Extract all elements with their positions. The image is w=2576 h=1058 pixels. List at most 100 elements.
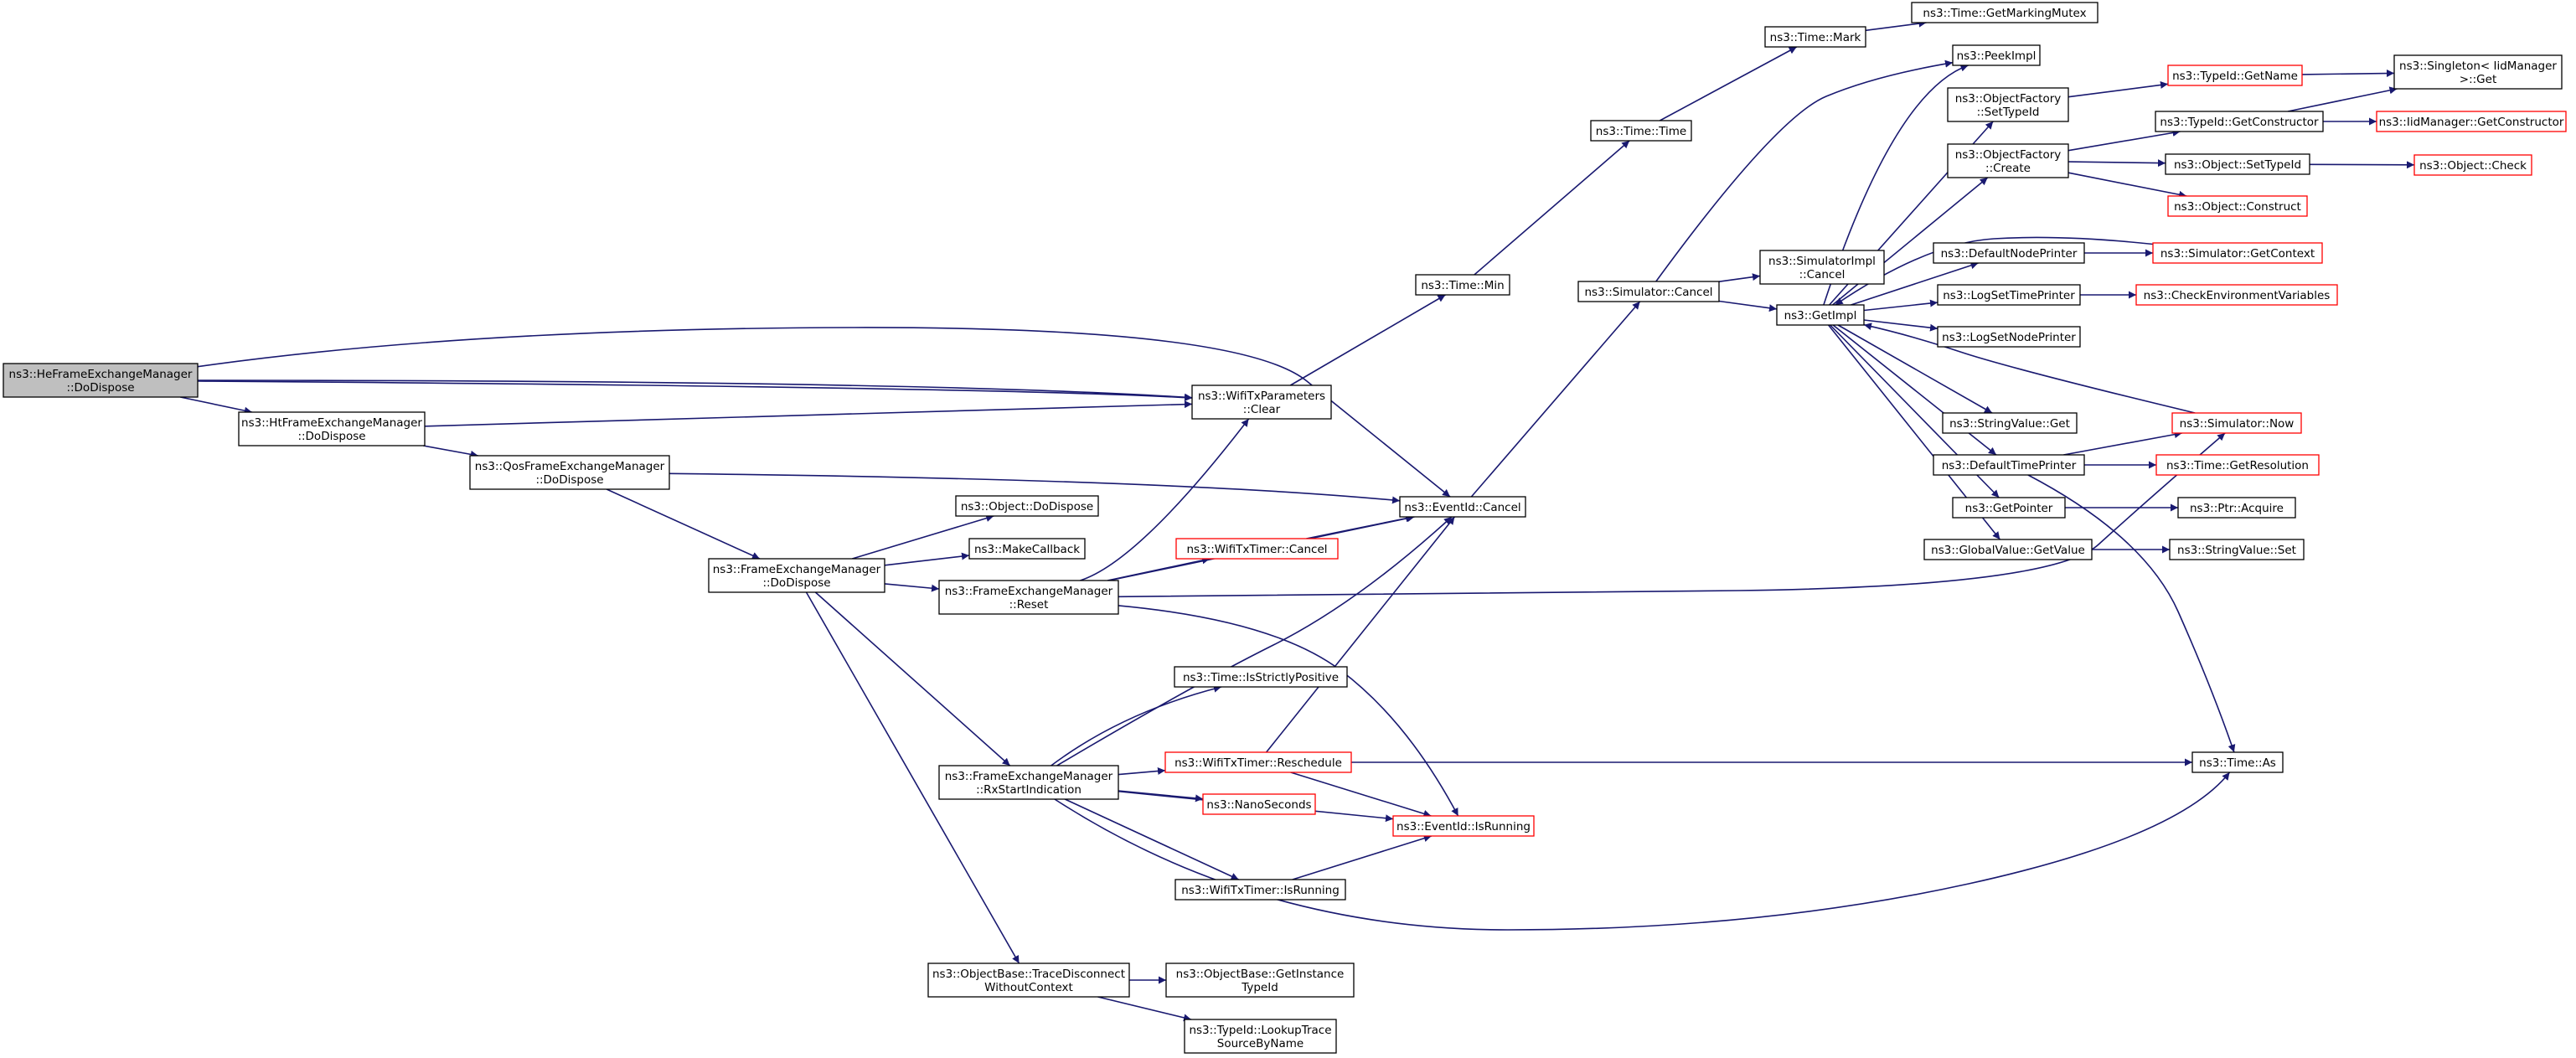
node-box[interactable] — [1759, 250, 1885, 285]
node-box[interactable] — [1947, 143, 2069, 178]
node-simulator_now[interactable]: ns3::Simulator::Now — [2171, 412, 2302, 434]
node-peekimpl[interactable]: ns3::PeekImpl — [1952, 44, 2041, 66]
node-box[interactable] — [1164, 751, 1352, 773]
node-box[interactable] — [2169, 539, 2305, 560]
node-box[interactable] — [2376, 111, 2567, 132]
node-box[interactable] — [1590, 120, 1692, 142]
node-ht_dodispose[interactable]: ns3::HtFrameExchangeManager::DoDispose — [238, 411, 426, 446]
node-object_check[interactable]: ns3::Object::Check — [2413, 154, 2532, 176]
node-wifitxparams_clear[interactable]: ns3::WifiTxParameters::Clear — [1191, 384, 1332, 420]
node-wifitxtimer_cancel[interactable]: ns3::WifiTxTimer::Cancel — [1175, 538, 1339, 560]
node-box[interactable] — [2165, 153, 2310, 175]
node-getimpl[interactable]: ns3::GetImpl — [1776, 304, 1865, 326]
node-box[interactable] — [1952, 44, 2041, 66]
node-time_as[interactable]: ns3::Time::As — [2191, 751, 2284, 773]
node-box[interactable] — [1174, 666, 1348, 688]
node-time_isstrictlypositive[interactable]: ns3::Time::IsStrictlyPositive — [1174, 666, 1348, 688]
node-simulatorimpl_cancel[interactable]: ns3::SimulatorImpl::Cancel — [1759, 250, 1885, 285]
node-box[interactable] — [1942, 412, 2078, 434]
node-objectfactory_settypeid[interactable]: ns3::ObjectFactory::SetTypeId — [1947, 87, 2069, 122]
node-objectbase_tracedisc[interactable]: ns3::ObjectBase::TraceDisconnectWithoutC… — [927, 963, 1130, 998]
node-nanoseconds[interactable]: ns3::NanoSeconds — [1202, 793, 1316, 815]
node-makecallback[interactable]: ns3::MakeCallback — [968, 538, 1086, 560]
node-box[interactable] — [3, 363, 199, 398]
node-typeid_getname[interactable]: ns3::TypeId::GetName — [2167, 65, 2303, 86]
node-fem_reset[interactable]: ns3::FrameExchangeManager::Reset — [938, 580, 1119, 615]
node-box[interactable] — [968, 538, 1086, 560]
node-box[interactable] — [1415, 274, 1510, 296]
node-box[interactable] — [1923, 539, 2093, 560]
node-object_dodispose[interactable]: ns3::Object::DoDispose — [955, 495, 1099, 517]
node-box[interactable] — [708, 558, 885, 593]
node-box[interactable] — [1937, 326, 2081, 348]
node-box[interactable] — [2155, 454, 2320, 476]
node-qos_dodispose[interactable]: ns3::QosFrameExchangeManager::DoDispose — [469, 455, 670, 490]
node-fem_dodispose[interactable]: ns3::FrameExchangeManager::DoDispose — [708, 558, 885, 593]
node-eventid_isrunning[interactable]: ns3::EventId::IsRunning — [1392, 815, 1535, 837]
node-box[interactable] — [927, 963, 1130, 998]
node-fem_rxstart[interactable]: ns3::FrameExchangeManager::RxStartIndica… — [938, 765, 1119, 800]
node-box[interactable] — [2393, 54, 2563, 90]
node-wifitxtimer_reschedule[interactable]: ns3::WifiTxTimer::Reschedule — [1164, 751, 1352, 773]
node-wifitxtimer_isrunning[interactable]: ns3::WifiTxTimer::IsRunning — [1174, 879, 1346, 901]
node-box[interactable] — [1947, 87, 2069, 122]
node-simulator_getcontext[interactable]: ns3::Simulator::GetContext — [2152, 242, 2323, 264]
node-box[interactable] — [2171, 412, 2302, 434]
node-time_getmarkingmutex[interactable]: ns3::Time::GetMarkingMutex — [1911, 2, 2098, 23]
node-box[interactable] — [2413, 154, 2532, 176]
node-box[interactable] — [2155, 111, 2324, 132]
node-stringvalue_set[interactable]: ns3::StringValue::Set — [2169, 539, 2305, 560]
node-box[interactable] — [1202, 793, 1316, 815]
node-defaultnodeprinter[interactable]: ns3::DefaultNodePrinter — [1933, 242, 2085, 264]
node-typeid_getconstructor[interactable]: ns3::TypeId::GetConstructor — [2155, 111, 2324, 132]
node-box[interactable] — [2167, 65, 2303, 86]
node-box[interactable] — [238, 411, 426, 446]
node-box[interactable] — [1776, 304, 1865, 326]
node-time_mark[interactable]: ns3::Time::Mark — [1764, 26, 1866, 48]
node-box[interactable] — [938, 580, 1119, 615]
node-iidmanager_getconstructor[interactable]: ns3::IidManager::GetConstructor — [2376, 111, 2567, 132]
node-eventid_cancel[interactable]: ns3::EventId::Cancel — [1399, 496, 1526, 518]
node-checkenvvars[interactable]: ns3::CheckEnvironmentVariables — [2135, 284, 2338, 306]
node-getpointer[interactable]: ns3::GetPointer — [1952, 497, 2066, 519]
node-globalvalue_getvalue[interactable]: ns3::GlobalValue::GetValue — [1923, 539, 2093, 560]
node-logsettimeprinter[interactable]: ns3::LogSetTimePrinter — [1937, 284, 2081, 306]
node-box[interactable] — [1952, 497, 2066, 519]
node-time_min[interactable]: ns3::Time::Min — [1415, 274, 1510, 296]
node-box[interactable] — [2167, 195, 2308, 217]
node-box[interactable] — [1174, 879, 1346, 901]
node-box[interactable] — [1184, 1019, 1337, 1054]
node-logsetnodeprinter[interactable]: ns3::LogSetNodePrinter — [1937, 326, 2081, 348]
node-box[interactable] — [1937, 284, 2081, 306]
node-box[interactable] — [2191, 751, 2284, 773]
node-time_getresolution[interactable]: ns3::Time::GetResolution — [2155, 454, 2320, 476]
node-box[interactable] — [2177, 497, 2296, 519]
node-box[interactable] — [1577, 281, 1720, 302]
node-simulator_cancel[interactable]: ns3::Simulator::Cancel — [1577, 281, 1720, 302]
node-box[interactable] — [1911, 2, 2098, 23]
node-box[interactable] — [1764, 26, 1866, 48]
node-defaulttimeprinter[interactable]: ns3::DefaultTimePrinter — [1933, 454, 2085, 476]
node-box[interactable] — [1191, 384, 1332, 420]
node-box[interactable] — [1165, 963, 1355, 998]
node-singleton_get[interactable]: ns3::Singleton< IidManager>::Get — [2393, 54, 2563, 90]
node-box[interactable] — [1933, 454, 2085, 476]
node-time_time[interactable]: ns3::Time::Time — [1590, 120, 1692, 142]
node-box[interactable] — [2135, 284, 2338, 306]
node-objectfactory_create[interactable]: ns3::ObjectFactory::Create — [1947, 143, 2069, 178]
node-stringvalue_get[interactable]: ns3::StringValue::Get — [1942, 412, 2078, 434]
node-object_settypeid[interactable]: ns3::Object::SetTypeId — [2165, 153, 2310, 175]
node-box[interactable] — [1933, 242, 2085, 264]
node-box[interactable] — [2152, 242, 2323, 264]
node-box[interactable] — [938, 765, 1119, 800]
node-he_dodispose[interactable]: ns3::HeFrameExchangeManager::DoDispose — [3, 363, 199, 398]
node-box[interactable] — [955, 495, 1099, 517]
node-box[interactable] — [1392, 815, 1535, 837]
node-box[interactable] — [469, 455, 670, 490]
node-ptr_acquire[interactable]: ns3::Ptr::Acquire — [2177, 497, 2296, 519]
node-object_construct[interactable]: ns3::Object::Construct — [2167, 195, 2308, 217]
node-box[interactable] — [1399, 496, 1526, 518]
node-box[interactable] — [1175, 538, 1339, 560]
